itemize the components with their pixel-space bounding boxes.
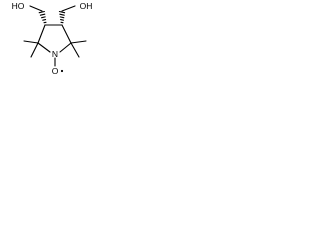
- hashed-wedge-left: [38, 10, 47, 24]
- methyl-bond-c5-down: [70, 42, 80, 58]
- radical-dot-icon: [60, 69, 64, 73]
- hydroxyl-label-right: OH: [80, 1, 93, 11]
- ring-bond-c4-c5: [61, 24, 72, 44]
- nitrogen-label: N: [52, 49, 58, 59]
- ch2-o-bond-right: [61, 5, 76, 12]
- ring-bond-c5-n: [59, 42, 72, 53]
- ch2-o-bond-left: [29, 5, 43, 12]
- hydroxyl-label-left: HO: [12, 1, 25, 11]
- chemical-structure: HO OH N O: [12, 1, 93, 76]
- methyl-bond-c2-left: [23, 40, 39, 44]
- methyl-bond-c2-down: [30, 42, 39, 58]
- ring-bond-c2-c3: [37, 24, 46, 44]
- methyl-bond-c5-right: [70, 40, 87, 44]
- hashed-wedge-right: [58, 10, 66, 24]
- ring-bond-n-c2: [37, 42, 51, 53]
- oxygen-label: O: [52, 66, 59, 76]
